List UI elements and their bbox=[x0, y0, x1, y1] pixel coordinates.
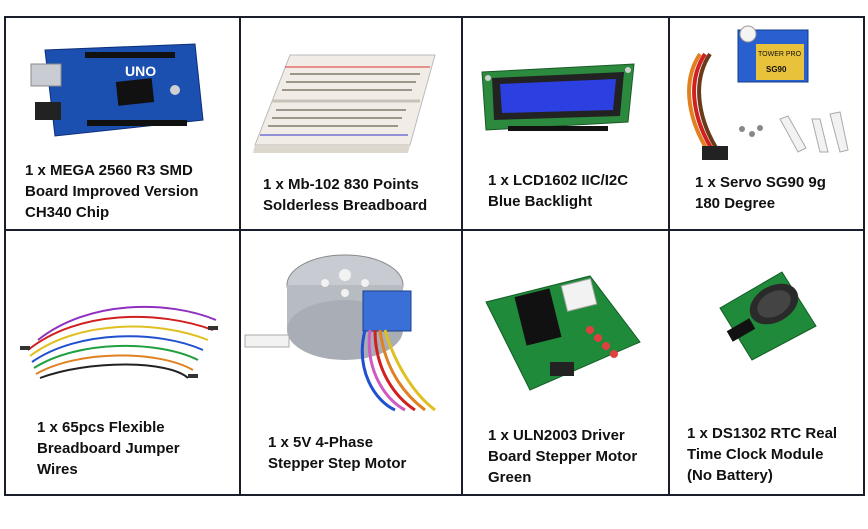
item-label-line: CH340 Chip bbox=[25, 204, 110, 221]
product-grid bbox=[4, 16, 865, 496]
servo-brand-text: TOWER PRO bbox=[758, 51, 802, 58]
uno-board-text: UNO bbox=[125, 63, 156, 79]
item-label-line: Breadboard Jumper bbox=[37, 440, 180, 457]
item-label-line: 1 x Servo SG90 9g bbox=[695, 174, 826, 191]
item-label-line: 1 x ULN2003 Driver bbox=[488, 427, 625, 444]
item-label: 1 x ULN2003 Driver Board Stepper Motor G… bbox=[488, 425, 637, 488]
rtc-module-image bbox=[719, 271, 817, 361]
uno-board-image: UNO bbox=[30, 43, 204, 137]
item-label-line: Green bbox=[488, 469, 532, 486]
item-label: 1 x LCD1602 IIC/I2C Blue Backlight bbox=[488, 170, 628, 212]
servo-model-text: SG90 bbox=[766, 65, 787, 74]
item-label: 1 x Servo SG90 9g 180 Degree bbox=[695, 172, 826, 214]
grid-divider bbox=[461, 18, 463, 494]
item-label: 1 x DS1302 RTC Real Time Clock Module (N… bbox=[687, 423, 837, 486]
driver-board-image bbox=[485, 275, 641, 391]
stepper-motor-image bbox=[244, 254, 436, 412]
lcd-module-image bbox=[481, 63, 635, 131]
item-label-line: 1 x 65pcs Flexible bbox=[37, 419, 165, 436]
item-label-line: Board Improved Version bbox=[25, 183, 199, 200]
item-label: 1 x 5V 4-Phase Stepper Step Motor bbox=[268, 432, 406, 474]
item-label-line: 1 x Mb-102 830 Points bbox=[263, 176, 419, 193]
item-label-line: (No Battery) bbox=[687, 467, 773, 484]
jumper-wires-image bbox=[20, 305, 218, 379]
item-label-line: 180 Degree bbox=[695, 195, 776, 212]
item-label: 1 x MEGA 2560 R3 SMD Board Improved Vers… bbox=[25, 160, 198, 223]
item-label-line: 1 x 5V 4-Phase bbox=[268, 434, 374, 451]
grid-divider bbox=[668, 18, 670, 494]
item-label-line: Board Stepper Motor bbox=[488, 448, 638, 465]
item-label-line: 1 x DS1302 RTC Real bbox=[687, 425, 838, 442]
item-label-line: Stepper Step Motor bbox=[268, 455, 407, 472]
item-label-line: Solderless Breadboard bbox=[263, 197, 428, 214]
item-label-line: Wires bbox=[37, 461, 78, 478]
breadboard-image bbox=[253, 54, 436, 153]
item-label-line: 1 x MEGA 2560 R3 SMD bbox=[25, 162, 193, 179]
item-label-line: Blue Backlight bbox=[488, 193, 593, 210]
item-label-line: Time Clock Module bbox=[687, 446, 824, 463]
item-label: 1 x Mb-102 830 Points Solderless Breadbo… bbox=[263, 174, 427, 216]
servo-image: TOWER PRO SG90 bbox=[687, 25, 849, 160]
grid-divider bbox=[239, 18, 241, 494]
item-label-line: 1 x LCD1602 IIC/I2C bbox=[488, 172, 629, 189]
grid-divider bbox=[6, 229, 863, 231]
item-label: 1 x 65pcs Flexible Breadboard Jumper Wir… bbox=[37, 417, 180, 480]
